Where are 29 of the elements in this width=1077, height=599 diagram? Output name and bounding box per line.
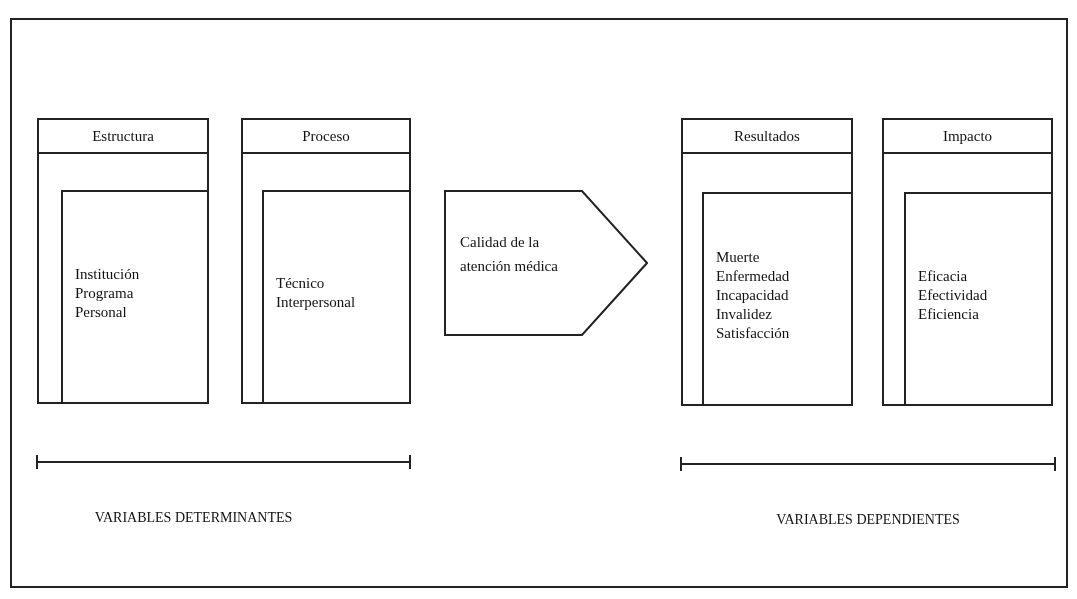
list-item: Muerte: [716, 247, 761, 267]
shape-label: Calidad de la atención médica: [460, 233, 559, 276]
list-item: Personal: [75, 302, 128, 322]
list-item: Programa: [75, 283, 135, 303]
inner-box: [61, 190, 207, 402]
group-label: VARIABLES DETERMINANTES: [94, 510, 293, 526]
inner-box: [702, 192, 851, 404]
box-heading: Proceso: [302, 127, 350, 145]
list-item: Incapacidad: [716, 285, 790, 305]
category-box: [681, 118, 853, 406]
pentagon-arrow-shape: [444, 190, 648, 336]
category-box: [241, 118, 411, 404]
list-item: Eficiencia: [918, 304, 980, 324]
category-box: [882, 118, 1053, 406]
list-item: Enfermedad: [716, 266, 791, 286]
list-item: Eficacia: [918, 266, 969, 286]
box-heading: Resultados: [734, 127, 800, 145]
list-item: Interpersonal: [276, 293, 357, 312]
box-heading: Impacto: [942, 127, 993, 145]
box-heading: Estructura: [92, 127, 154, 145]
inner-box: [262, 190, 409, 402]
list-item: Efectividad: [918, 285, 989, 305]
list-item: Institución: [75, 264, 141, 284]
list-item: Técnico: [276, 274, 326, 293]
list-item: Satisfacción: [716, 323, 791, 343]
group-label: VARIABLES DEPENDIENTES: [776, 512, 960, 528]
inner-box: [904, 192, 1051, 404]
category-box: [37, 118, 209, 404]
list-item: Invalidez: [716, 304, 773, 324]
